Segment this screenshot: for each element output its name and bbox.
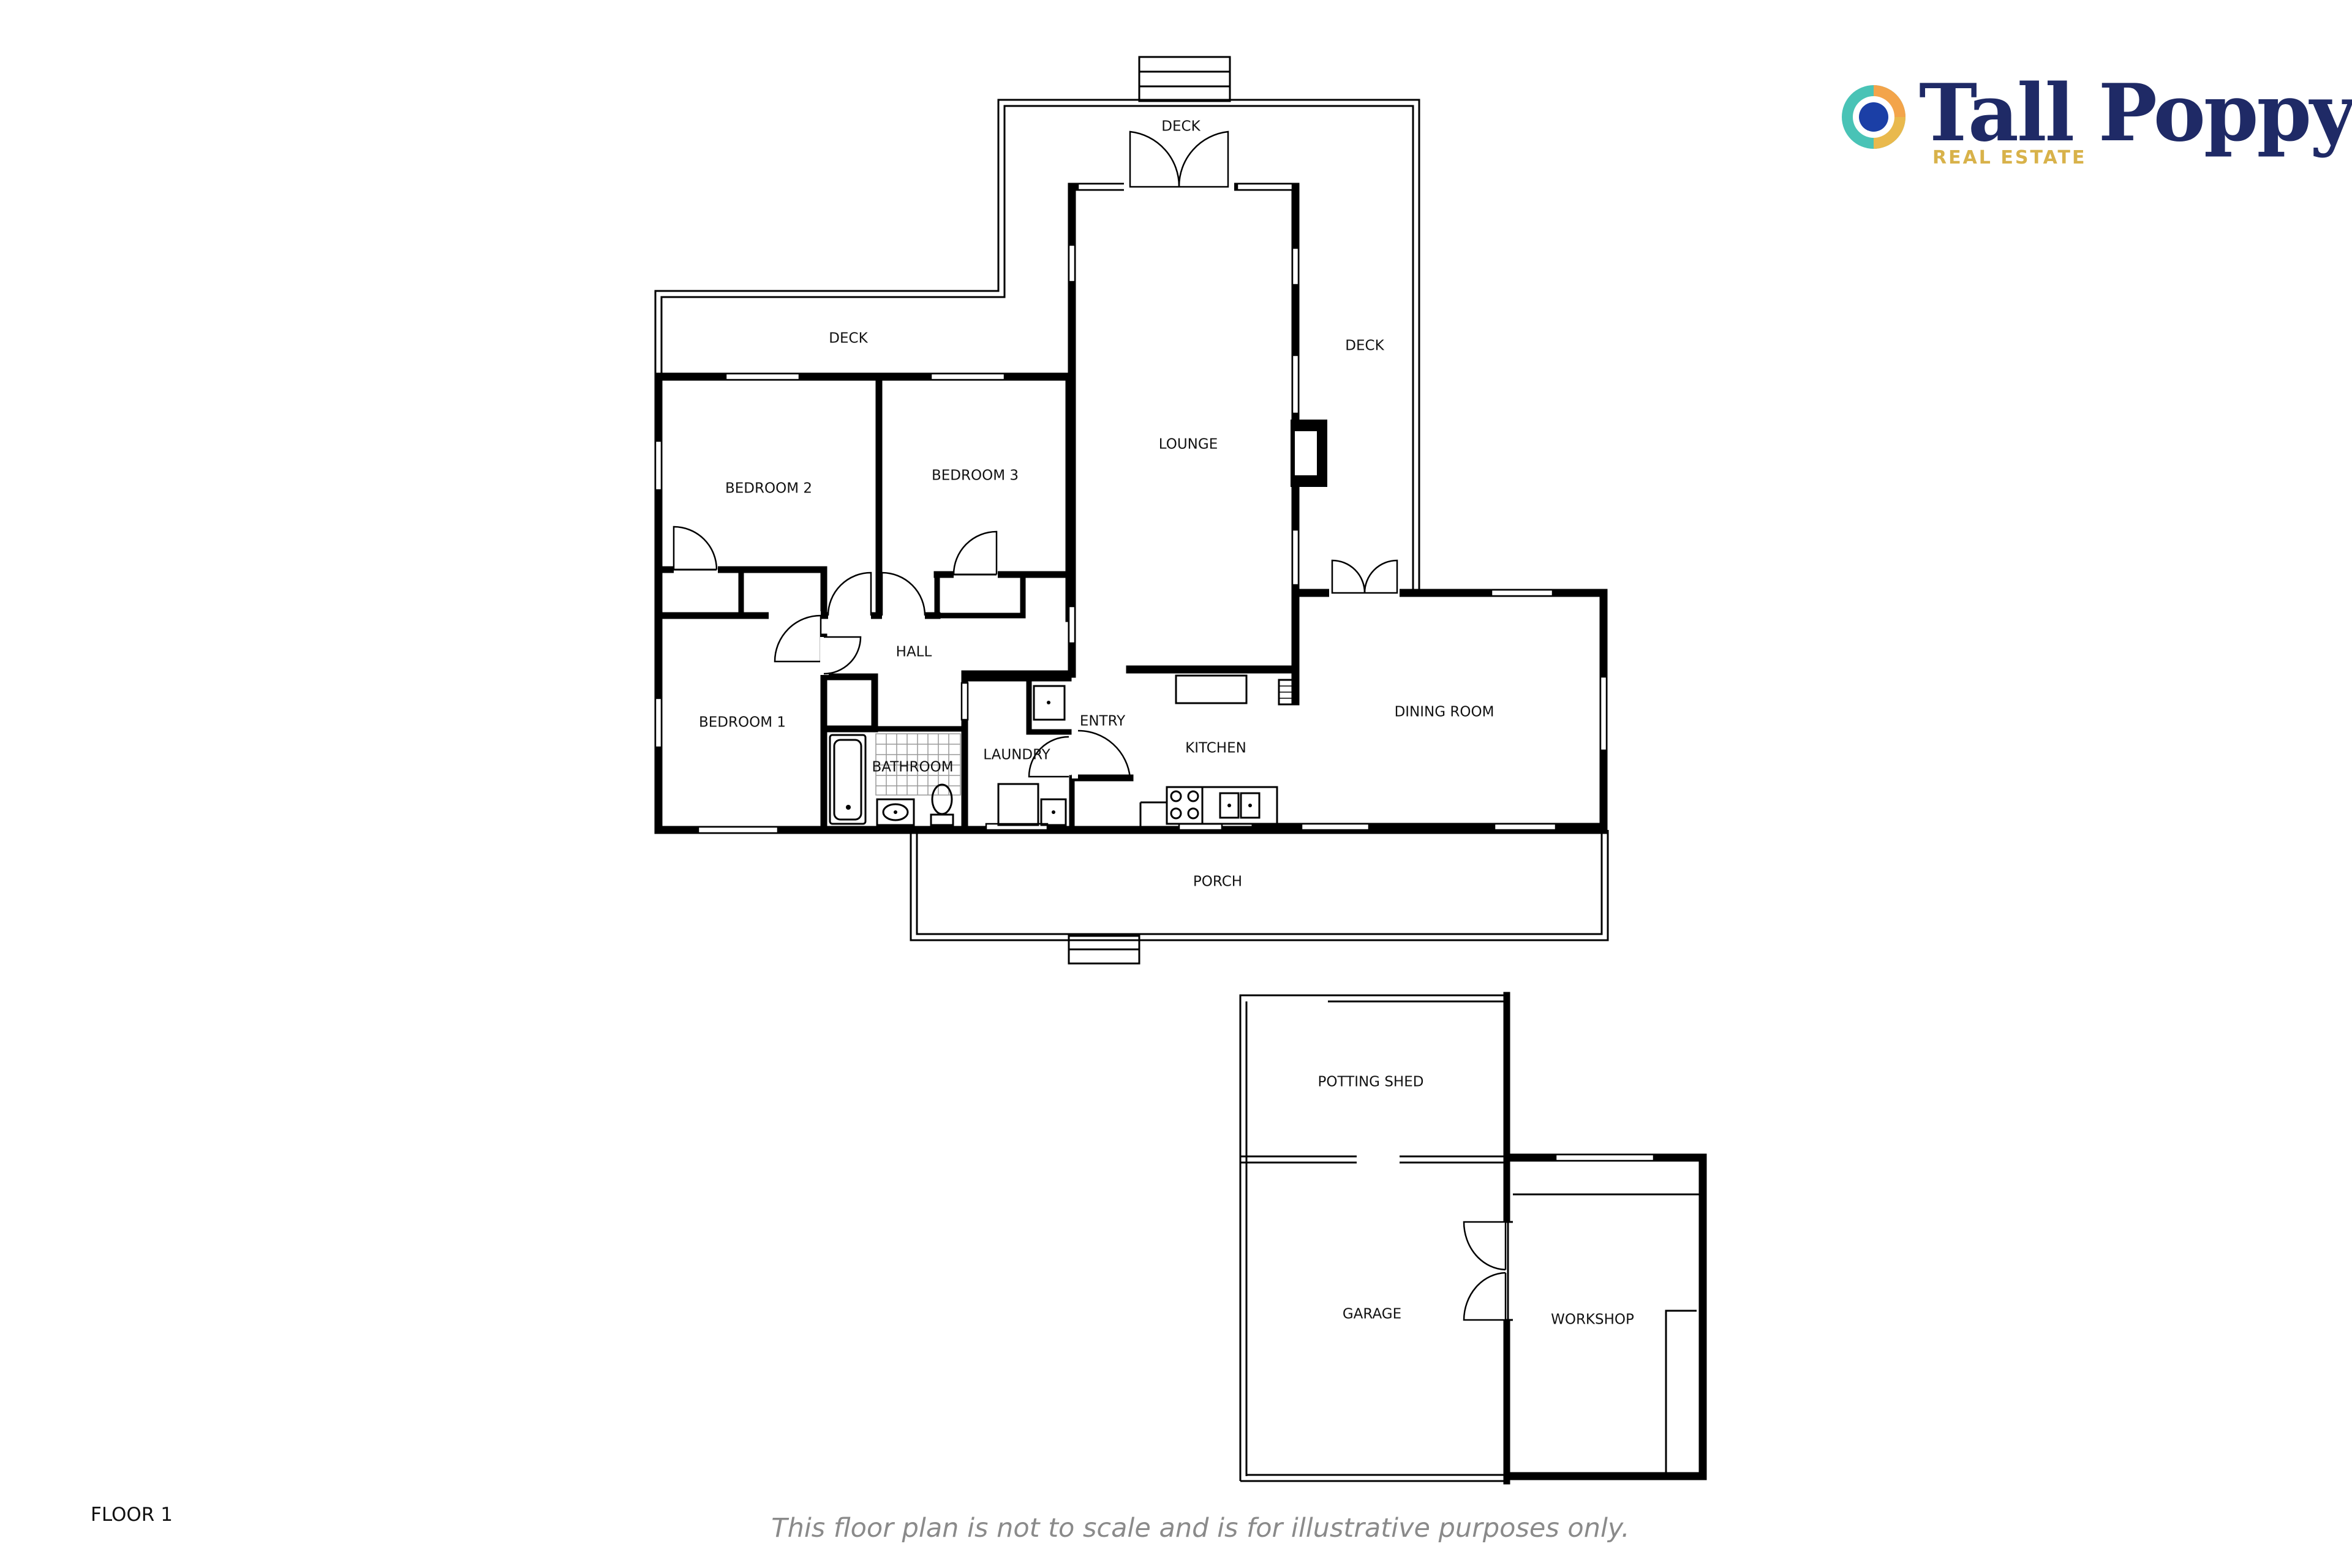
label-deck-right: DECK <box>1345 338 1384 354</box>
doors <box>673 130 1400 779</box>
label-laundry: LAUNDRY <box>983 747 1050 763</box>
brand-tagline: REAL ESTATE <box>1932 147 2087 168</box>
label-potting-shed: POTTING SHED <box>1318 1074 1424 1090</box>
label-lounge: LOUNGE <box>1159 437 1218 453</box>
label-entry: ENTRY <box>1080 714 1126 729</box>
label-deck-top: DECK <box>1161 119 1200 135</box>
brand-name: Tall Poppy <box>1919 67 2352 159</box>
label-porch: PORCH <box>1193 874 1242 890</box>
brand-logo: Tall Poppy REAL ESTATE <box>1841 70 2352 181</box>
porch-outline <box>910 830 1609 965</box>
room-labels: DECK DECK DECK LOUNGE BEDROOM 2 BEDROOM … <box>699 119 1634 1328</box>
label-hall: HALL <box>896 644 932 660</box>
label-bedroom-3: BEDROOM 3 <box>932 468 1019 484</box>
windows <box>654 183 1608 834</box>
deck-outline <box>654 56 1420 590</box>
label-workshop: WORKSHOP <box>1551 1312 1634 1328</box>
fixtures <box>829 674 1295 827</box>
floor-label: FLOOR 1 <box>91 1504 173 1526</box>
label-bathroom: BATHROOM <box>872 760 953 775</box>
label-deck-left: DECK <box>829 331 868 347</box>
disclaimer-text: This floor plan is not to scale and is f… <box>771 1513 1630 1544</box>
label-garage: GARAGE <box>1343 1306 1401 1322</box>
label-bedroom-2: BEDROOM 2 <box>725 481 812 497</box>
outbuilding <box>1239 992 1707 1485</box>
logo-mark-icon <box>1842 85 1905 149</box>
label-kitchen: KITCHEN <box>1185 741 1246 756</box>
label-dining-room: DINING ROOM <box>1395 704 1494 720</box>
house-walls <box>654 183 1608 834</box>
label-bedroom-1: BEDROOM 1 <box>699 715 786 731</box>
